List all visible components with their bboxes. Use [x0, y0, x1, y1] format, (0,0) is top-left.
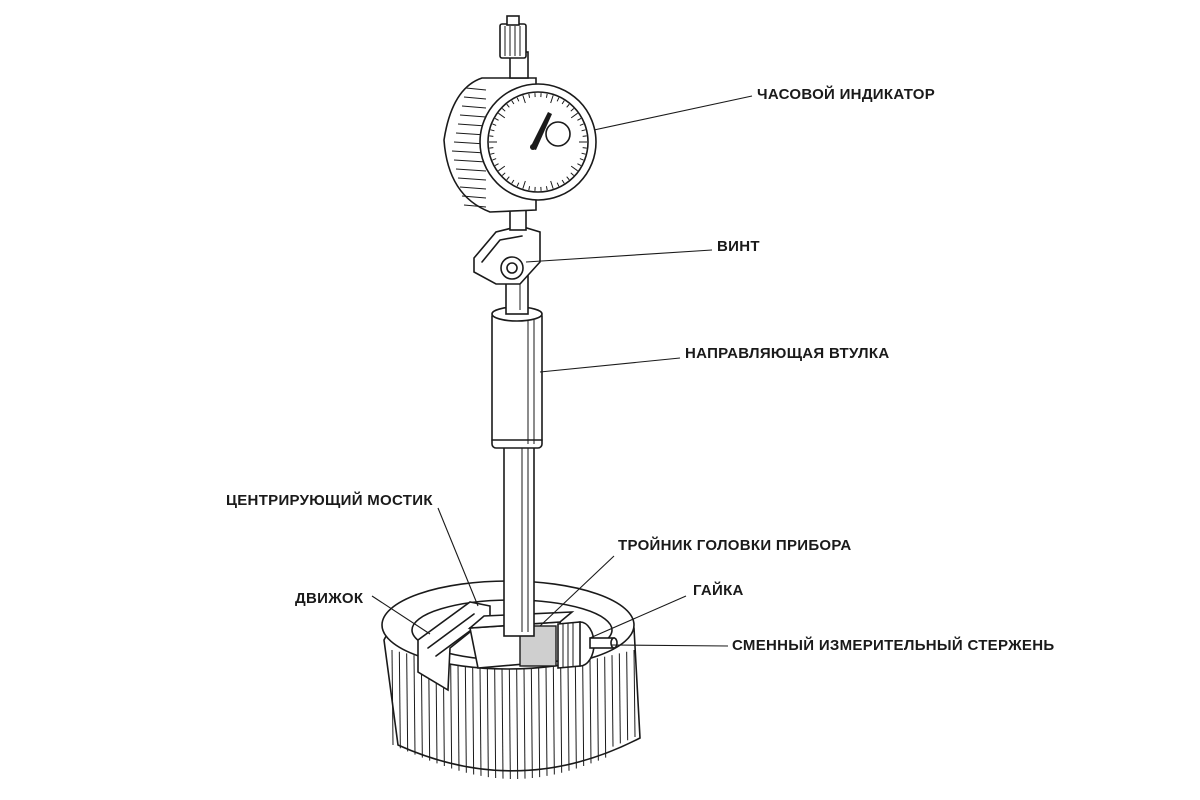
screw-clamp: [473, 225, 541, 285]
dial-indicator: [443, 15, 597, 213]
leader-screw: [525, 249, 713, 263]
leader-dial-indicator: [593, 95, 753, 131]
label-dial-indicator: ЧАСОВОЙ ИНДИКАТОР: [757, 86, 936, 103]
leader-lines: [371, 95, 753, 647]
label-screw: ВИНТ: [717, 238, 760, 255]
nut: [557, 621, 595, 669]
leader-measuring-rod: [611, 644, 729, 647]
label-measuring-rod: СМЕННЫЙ ИЗМЕРИТЕЛЬНЫЙ СТЕРЖЕНЬ: [732, 637, 1055, 654]
leader-nut: [589, 595, 687, 639]
label-head-tee: ТРОЙНИК ГОЛОВКИ ПРИБОРА: [618, 537, 852, 554]
label-centering-bridge: ЦЕНТРИРУЮЩИЙ МОСТИК: [226, 492, 433, 509]
label-guide-sleeve: НАПРАВЛЯЮЩАЯ ВТУЛКА: [685, 345, 890, 362]
label-nut: ГАЙКА: [693, 582, 744, 599]
leader-slider: [371, 595, 431, 635]
label-slider: ДВИЖОК: [295, 590, 364, 607]
stem: [503, 439, 535, 637]
measuring-rod: [589, 637, 618, 649]
leader-centering-bridge: [437, 507, 479, 607]
leader-head-tee: [539, 555, 615, 627]
guide-sleeve: [491, 306, 543, 449]
leader-guide-sleeve: [539, 357, 681, 373]
